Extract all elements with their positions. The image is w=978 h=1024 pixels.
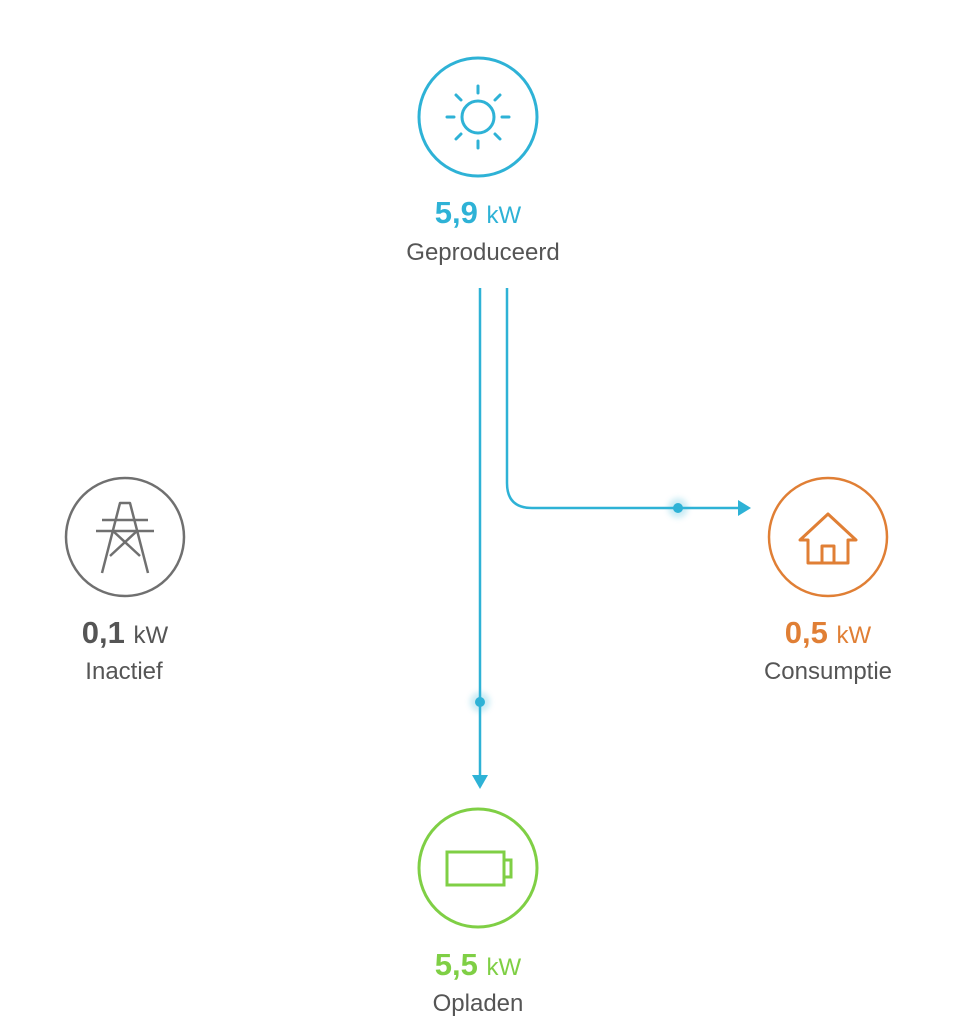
node-home: 0,5 kW Consumptie xyxy=(764,476,892,685)
home-label: Consumptie xyxy=(764,658,892,685)
flow-solar-to-home xyxy=(505,288,751,518)
solar-value: 5,9 kW xyxy=(435,195,522,230)
battery-value: 5,5 kW xyxy=(435,947,522,982)
node-solar: 5,9 kW Geproduceerd xyxy=(406,56,560,266)
power-tower-icon xyxy=(96,501,154,574)
battery-icon xyxy=(445,850,513,887)
solar-label: Geproduceerd xyxy=(406,239,559,266)
flow-dot xyxy=(475,697,485,707)
grid-label: Inactief xyxy=(85,658,163,685)
battery-label: Opladen xyxy=(433,990,524,1017)
house-icon xyxy=(798,512,858,565)
arrow-down-icon xyxy=(472,775,488,789)
node-grid: 0,1 kW Inactief xyxy=(64,476,186,685)
arrow-right-icon xyxy=(738,500,751,516)
flow-dot xyxy=(673,503,683,513)
sun-icon xyxy=(445,84,511,150)
grid-value: 0,1 kW xyxy=(82,615,169,650)
node-battery: 5,5 kW Opladen xyxy=(417,807,539,1017)
flow-solar-to-battery xyxy=(470,288,490,789)
home-value: 0,5 kW xyxy=(785,615,872,650)
